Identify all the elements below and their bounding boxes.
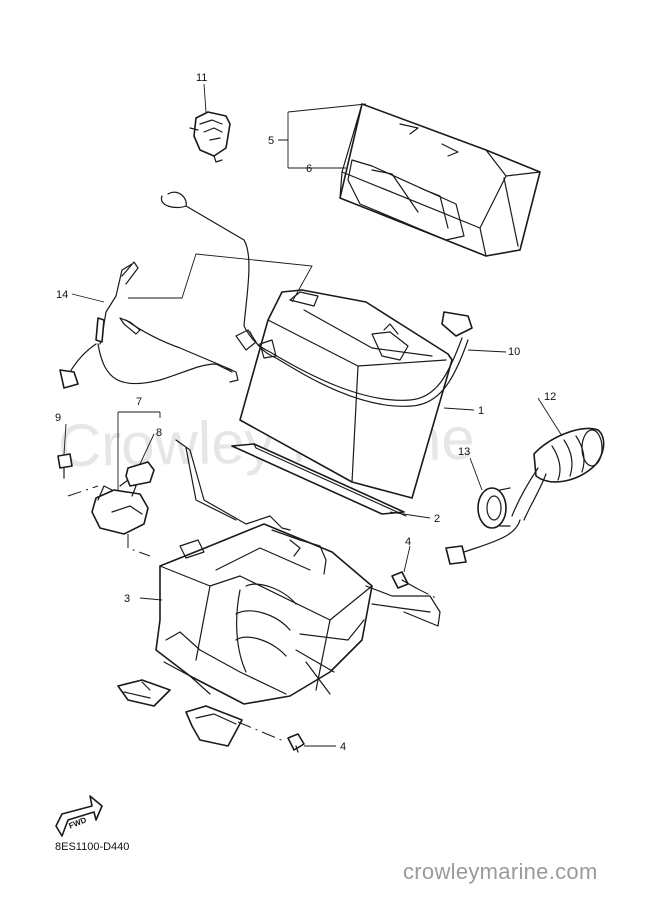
diagram-code: 8ES1100-D440 — [55, 841, 130, 853]
callout-7: 7 — [136, 396, 142, 408]
part-4-bolt-lower — [287, 733, 305, 753]
callout-2: 2 — [434, 513, 440, 525]
part-14-fuse-lead — [59, 261, 239, 389]
part-12-grommet — [511, 427, 605, 521]
callout-13: 13 — [458, 446, 470, 458]
part-9-bolt — [57, 453, 73, 479]
part-7-starter-relay — [91, 479, 149, 535]
callout-11: 11 — [196, 72, 207, 84]
callout-14: 14 — [56, 289, 68, 301]
callout-1: 1 — [478, 405, 484, 417]
fwd-arrow-icon: FWD — [55, 795, 103, 837]
harness-connector — [445, 519, 521, 565]
part-11-clip — [189, 111, 231, 163]
part-8-relay-cap — [125, 461, 155, 487]
part-13-nut — [477, 487, 511, 529]
callout-12: 12 — [544, 391, 556, 403]
callout-10: 10 — [508, 346, 520, 358]
callout-9: 9 — [55, 412, 61, 424]
part-4-bolt-upper — [391, 571, 417, 589]
part-5-battery-cover — [339, 103, 541, 257]
callout-5: 5 — [268, 135, 274, 147]
callout-4-lower: 4 — [340, 741, 346, 753]
callout-8: 8 — [156, 427, 162, 439]
callout-6: 6 — [306, 163, 312, 175]
callout-3: 3 — [124, 593, 130, 605]
part-3-battery-bracket — [155, 439, 441, 705]
part-10-cable — [160, 191, 473, 407]
part-2-battery-pad — [231, 443, 407, 517]
callout-4-upper: 4 — [405, 536, 411, 548]
bracket-feet — [117, 679, 243, 747]
website-link[interactable]: crowleymarine.com — [403, 859, 598, 884]
